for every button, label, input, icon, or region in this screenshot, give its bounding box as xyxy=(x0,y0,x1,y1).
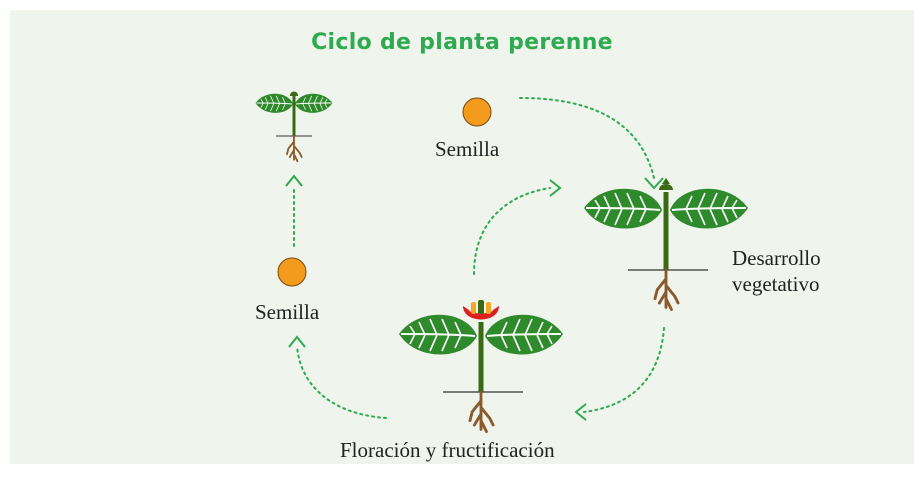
seed-icon xyxy=(277,257,307,287)
seed-icon xyxy=(462,97,492,127)
diagram-panel xyxy=(10,10,914,464)
vegetative-label-line2: vegetativo xyxy=(732,272,820,296)
plant-icon xyxy=(583,178,749,312)
seedling-icon xyxy=(255,91,333,163)
cycle-arrow xyxy=(519,97,655,179)
cycle-arrow-head xyxy=(285,174,303,187)
seed-top-label: Semilla xyxy=(435,137,500,161)
flowering-label: Floración y fructificación xyxy=(340,438,555,462)
cycle-arrow-head xyxy=(549,179,562,197)
diagram-title: Ciclo de planta perenne xyxy=(311,30,613,55)
cycle-arrow xyxy=(473,187,551,275)
vegetative-label-line1: Desarrollo xyxy=(732,246,821,270)
cycle-arrow xyxy=(296,345,387,419)
cycle-arrow-head xyxy=(644,177,664,190)
seed-left-label: Semilla xyxy=(255,300,320,324)
cycle-arrow-head xyxy=(574,403,587,421)
cycle-arrow-head xyxy=(288,335,306,348)
flowering-plant-icon xyxy=(398,300,564,434)
cycle-arrow xyxy=(583,327,665,413)
